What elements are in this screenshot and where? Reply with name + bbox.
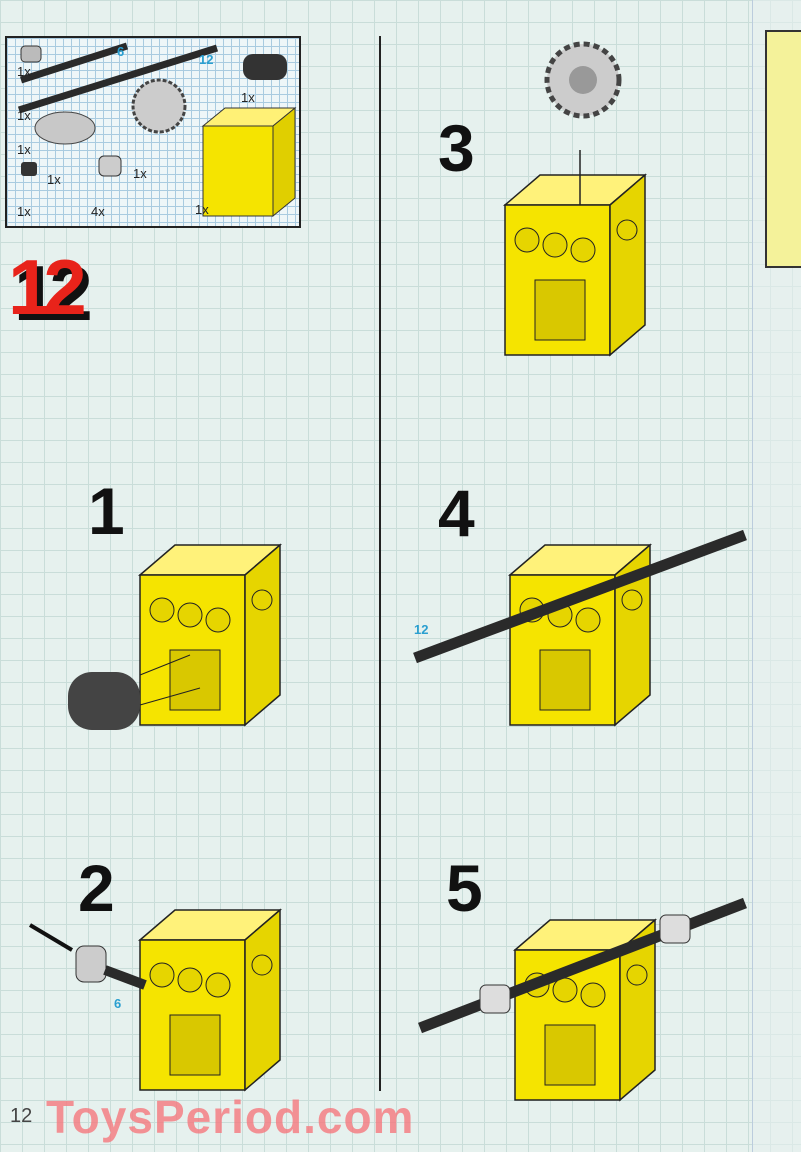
gearbox-part	[201, 106, 297, 218]
qty-gearbox: 1x	[195, 202, 209, 217]
step-4-axle-label: 12	[414, 622, 429, 637]
worm-gear-icon	[68, 672, 140, 730]
bush-icon	[75, 945, 107, 983]
axle-step5-icon	[418, 897, 747, 1034]
bush-icon	[659, 914, 691, 944]
axle-6-icon	[103, 965, 147, 990]
qty-connector-bush: 4x	[91, 204, 105, 219]
gear-icon	[544, 41, 622, 119]
next-page-panel	[765, 30, 801, 268]
watermark: ToysPeriod.com	[46, 1091, 415, 1143]
axle-6-length: 6	[117, 44, 125, 59]
axle-12-part	[17, 44, 219, 114]
arrow-1b	[139, 687, 201, 706]
pulley-part	[34, 111, 96, 145]
bush-part	[20, 45, 42, 63]
axle-12-length: 12	[199, 52, 214, 67]
qty-worm: 1x	[241, 90, 255, 105]
parts-list: 1x 6 1x 12 1x 1x 1x 1x 1x 1x 4x	[5, 36, 301, 228]
gear-part	[131, 78, 187, 134]
step-1-gearbox	[137, 543, 283, 727]
step-4-gearbox	[507, 543, 653, 727]
qty-bush: 1x	[17, 64, 31, 79]
qty-half-bush: 1x	[17, 204, 31, 219]
arrow-1a	[139, 654, 191, 676]
step-2-axle-label: 6	[114, 996, 122, 1011]
qty-axle-12: 1x	[17, 142, 31, 157]
parts-drawings	[17, 42, 297, 218]
bush-icon	[479, 984, 511, 1014]
arrow-2	[28, 923, 74, 952]
page-number: 12	[10, 1105, 33, 1127]
step-3-number: 3	[438, 111, 475, 185]
axle-6-part	[19, 42, 129, 84]
step-4-number: 4	[438, 476, 475, 550]
half-bush-part	[21, 162, 37, 176]
qty-axle-6: 1x	[17, 108, 31, 123]
axle-12-icon	[413, 529, 747, 664]
step-3-gearbox	[502, 173, 648, 357]
step-5-number: 5	[446, 851, 483, 925]
step-1-number: 1	[88, 474, 125, 548]
step-2-number: 2	[78, 851, 115, 925]
qty-pulley: 1x	[47, 172, 61, 187]
worm-gear-part	[243, 54, 287, 80]
connector-bush-part	[98, 155, 122, 177]
step-5-gearbox	[512, 918, 658, 1102]
step-2-gearbox	[137, 908, 283, 1092]
column-divider	[379, 36, 381, 1091]
build-number: 12	[8, 243, 87, 331]
qty-gear: 1x	[133, 166, 147, 181]
